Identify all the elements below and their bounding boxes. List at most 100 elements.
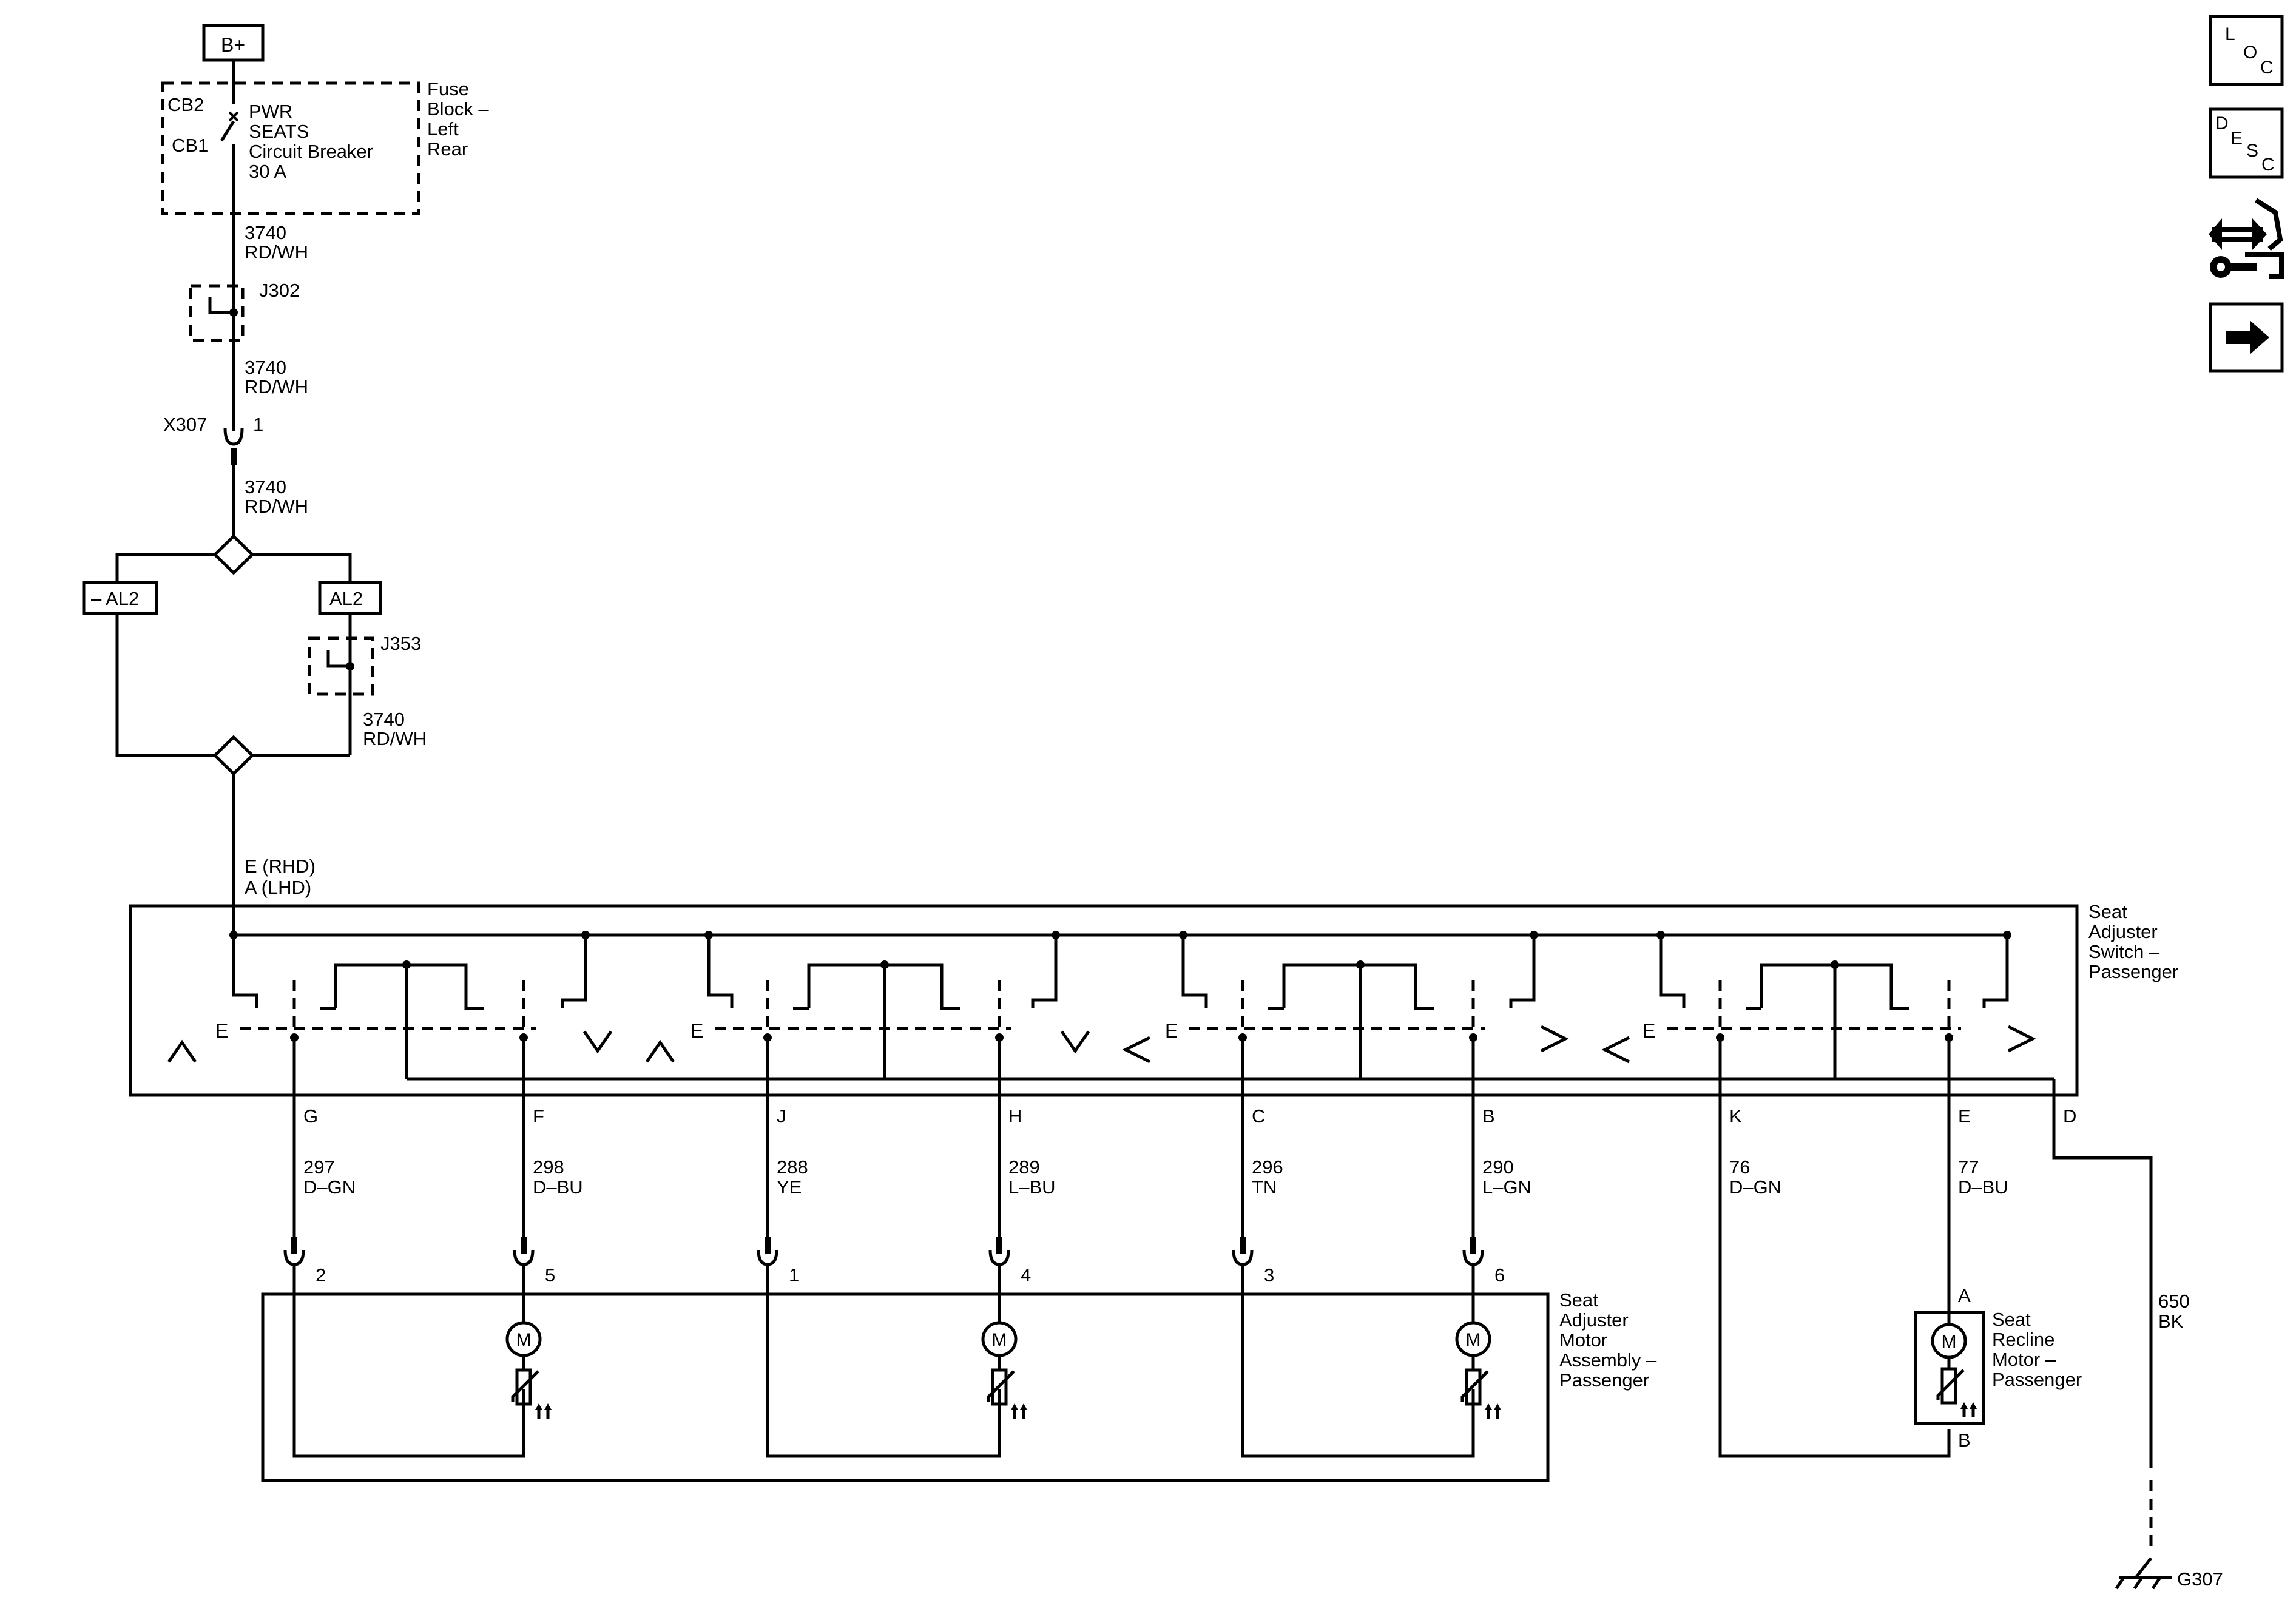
description-button[interactable]: D E S C xyxy=(2209,107,2284,179)
circuit-5-color: TN xyxy=(1252,1176,1277,1198)
circuit-3740-a-label-line-2: RD/WH xyxy=(245,241,308,263)
motor-connector-pin-4-label: 4 xyxy=(1021,1264,1031,1286)
desc-d: D xyxy=(2215,113,2229,133)
switch-section-3-e-label: E xyxy=(1165,1020,1178,1042)
circuit-8-number: 77 xyxy=(1958,1156,1979,1178)
switch-pin-5-label: C xyxy=(1252,1106,1265,1127)
option-splice-top xyxy=(212,534,255,575)
recline-motor-outline xyxy=(1914,1311,1985,1425)
switch-ground-pin-label: D xyxy=(2063,1106,2076,1127)
recline-motor-label-line-4: Passenger xyxy=(1992,1369,2082,1390)
wire-layer xyxy=(82,24,2172,1590)
x307-socket xyxy=(223,428,244,446)
switch-input-pin-label-line-2: A (LHD) xyxy=(245,877,311,898)
switch-section-3-direction-right-icon xyxy=(1540,1025,1569,1053)
desc-c: C xyxy=(2261,155,2275,175)
switch-section-3-center-right xyxy=(1360,963,1434,1010)
loc-c: C xyxy=(2260,58,2274,78)
switch-section-4-center-right xyxy=(1835,963,1909,1010)
next-page-button[interactable] xyxy=(2209,302,2284,373)
switch-section-2-bus-tap xyxy=(1031,935,1058,1008)
circuit-3740-d-label-line-1: 3740 xyxy=(363,709,405,730)
seat-adjuster-switch-outline xyxy=(129,904,2079,1097)
circuit-3740-c-label-line-2: RD/WH xyxy=(245,496,308,517)
j353-strap xyxy=(326,650,350,668)
branch-left-top xyxy=(115,553,215,582)
switch-section-3-e-feed xyxy=(1181,935,1208,1008)
circuit-4-color: L–BU xyxy=(1008,1176,1056,1198)
switch-section-2-center-left xyxy=(807,963,885,1008)
circuit-3740-d-label-line-2: RD/WH xyxy=(363,728,427,749)
switch-section-4-center-left xyxy=(1760,963,1835,1008)
j302-junction xyxy=(229,308,238,317)
location-button[interactable]: L O C xyxy=(2209,15,2284,86)
motor-3-sensor-variable-mark xyxy=(1460,1370,1489,1402)
switch-section-1-e-label: E xyxy=(215,1020,228,1042)
loc-o: O xyxy=(2243,42,2257,62)
ground-g307-label: G307 xyxy=(2177,1568,2223,1590)
circuit-7-color: D–GN xyxy=(1729,1176,1781,1198)
battery-label: B+ xyxy=(221,34,245,56)
motor-connector-pin-6-label: 6 xyxy=(1494,1264,1505,1286)
circuit-8-color: D–BU xyxy=(1958,1176,2008,1198)
motor-3-label: M xyxy=(1466,1330,1481,1350)
motor-1-label: M xyxy=(516,1330,532,1350)
motor-3-sensor-arrow-head xyxy=(1485,1403,1492,1410)
motor-connector-pin-2 xyxy=(521,1237,527,1254)
recline-sensor-variable-mark xyxy=(1936,1369,1965,1400)
branch-right-top xyxy=(252,553,352,582)
motor-2-return xyxy=(766,1264,1001,1458)
switch-section-2-e-label: E xyxy=(690,1020,703,1042)
branch-left-bottom xyxy=(115,613,215,757)
x307-pin xyxy=(231,448,237,465)
recline-motor-label-line-1: Seat xyxy=(1992,1309,2031,1330)
motor-assembly-label-line-2: Adjuster xyxy=(1559,1309,1629,1331)
circuit-breaker-label-line-3: Circuit Breaker xyxy=(249,141,373,162)
switch-section-2-e-feed xyxy=(707,935,734,1008)
circuit-1-number: 297 xyxy=(303,1156,335,1178)
ground-g307-symbol xyxy=(2115,1557,2172,1590)
j302-strap xyxy=(208,297,234,314)
seat-adjuster-switch-label-line-1: Seat xyxy=(2088,901,2127,922)
j353-junction xyxy=(346,662,354,670)
fuse-block-label-line-4: Rear xyxy=(427,138,468,160)
motor-connector-pin-5-label: 3 xyxy=(1264,1264,1274,1286)
motor-1-sensor-arrow-head xyxy=(544,1403,552,1410)
motor-connector-pin-6 xyxy=(1470,1237,1476,1254)
switch-section-3-bus-tap xyxy=(1509,935,1536,1008)
motor-assembly-outline xyxy=(261,1292,1550,1482)
switch-section-3-center-left xyxy=(1282,963,1360,1008)
connector-tool-icon[interactable] xyxy=(2209,198,2284,279)
circuit-5-number: 296 xyxy=(1252,1156,1283,1178)
circuit-6-color: L–GN xyxy=(1482,1176,1531,1198)
switch-input-pin-label-line-1: E (RHD) xyxy=(245,856,316,877)
circuit-1-color: D–GN xyxy=(303,1176,356,1198)
switch-section-4-direction-right-icon xyxy=(2007,1025,2036,1053)
seat-adjuster-switch-label-line-4: Passenger xyxy=(2088,961,2178,982)
motor-1-return xyxy=(292,1264,525,1458)
splice-j302-outline xyxy=(189,284,245,342)
recline-pin-b-label: B xyxy=(1958,1430,1971,1451)
motor-2-sensor-resistor xyxy=(991,1368,1008,1406)
recline-motor-label-line-3: Motor – xyxy=(1992,1349,2056,1370)
switch-section-2-direction-right-icon xyxy=(1060,1030,1090,1054)
recline-sensor-arrow-head xyxy=(1970,1402,1977,1409)
switch-section-2-center-right xyxy=(885,963,960,1010)
j353-label: J353 xyxy=(380,633,421,654)
switch-section-4-e-feed xyxy=(1659,935,1686,1008)
switch-section-1-e-feed xyxy=(232,935,258,1008)
option-al2-label: AL2 xyxy=(329,588,363,609)
loc-l: L xyxy=(2225,24,2235,44)
option-minus-al2-box xyxy=(82,581,158,615)
switch-section-1-bus-tap xyxy=(561,935,587,1008)
recline-return-wire xyxy=(1718,1095,1951,1458)
switch-pin-2-label: F xyxy=(533,1106,544,1127)
switch-section-4-direction-left-icon xyxy=(1601,1036,1630,1064)
switch-pin-3-label: J xyxy=(777,1106,786,1127)
circuit-3740-a-label-line-1: 3740 xyxy=(245,222,286,243)
arrow-right-icon xyxy=(2226,320,2269,354)
switch-section-1-direction-right-icon xyxy=(582,1030,613,1054)
switch-pin-1-label: G xyxy=(303,1106,318,1127)
motor-connector-pin-5 xyxy=(1240,1237,1246,1254)
